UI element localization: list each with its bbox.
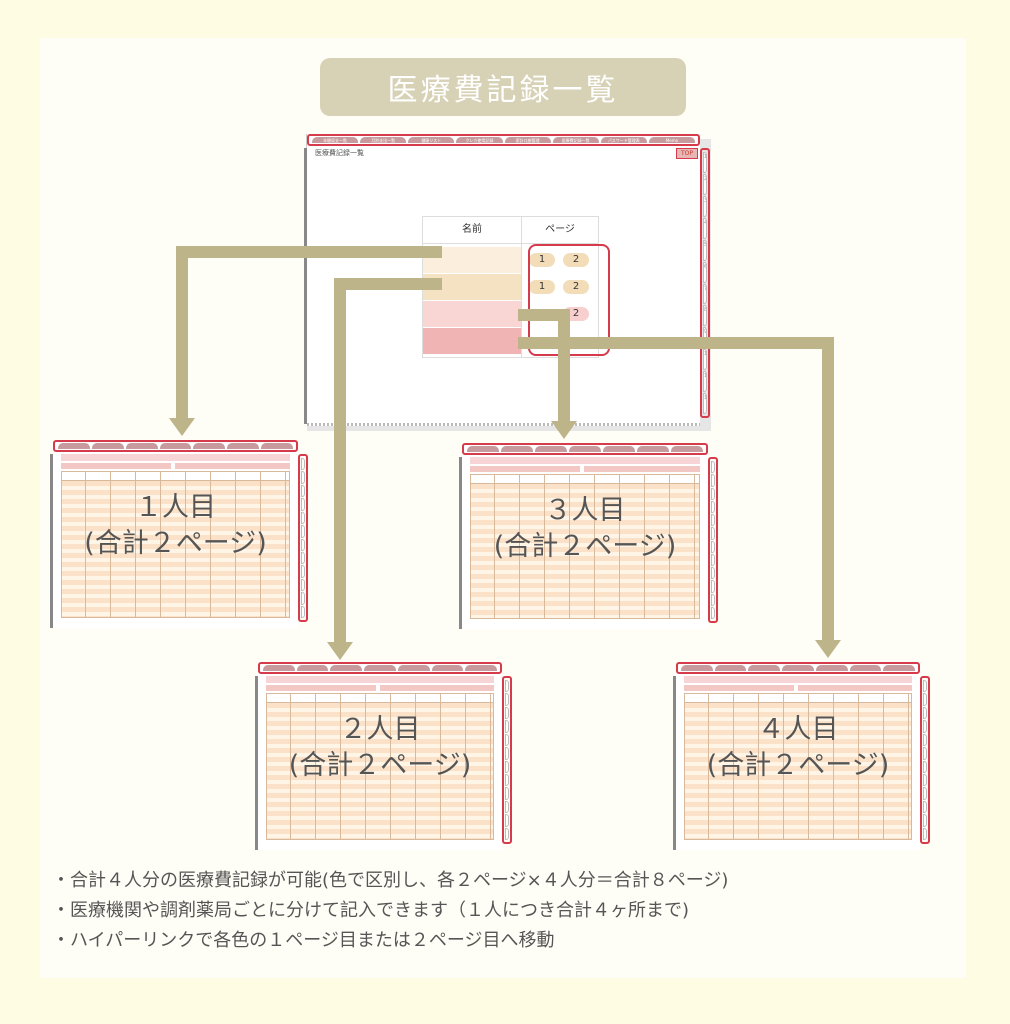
connector-4-h <box>518 337 834 349</box>
record-header <box>684 676 912 683</box>
page-edge <box>255 676 258 850</box>
name-row-4[interactable] <box>423 328 521 354</box>
page-count: (合計２ページ) <box>706 750 890 781</box>
person-label: ４人目 (合計２ページ) <box>676 712 920 784</box>
side-tab[interactable]: 10 <box>703 349 707 371</box>
record-grid-columns <box>266 693 494 840</box>
side-tab[interactable]: 7 <box>703 283 707 305</box>
title-banner: 医療費記録一覧 <box>320 58 686 116</box>
tab-6[interactable]: パスワード管理表 <box>600 137 647 143</box>
record-subheader <box>684 685 794 691</box>
page-edge <box>304 148 307 424</box>
record-tab-bar <box>258 662 502 674</box>
side-tab[interactable]: 12 <box>703 393 707 415</box>
connector-2-v <box>334 278 346 642</box>
month-side-tabs: 1 2 3 4 5 6 7 8 9 10 11 12 <box>700 148 710 418</box>
person-label: １人目 (合計２ページ) <box>53 490 298 562</box>
side-tab[interactable]: 3 <box>703 195 707 217</box>
table-header-line <box>423 243 598 244</box>
note-item: ・医療機関や調剤薬局ごとに分けて記入できます（１人につき合計４ヶ所まで) <box>52 900 690 921</box>
person-name: １人目 <box>135 492 216 523</box>
record-tab-bar <box>676 662 920 674</box>
connector-1-h <box>176 246 442 258</box>
record-side-tabs <box>502 676 512 844</box>
page-link-1-1[interactable]: 1 <box>529 253 555 267</box>
arrow-to-person-3 <box>551 421 577 439</box>
page-link-2-1[interactable]: 1 <box>529 280 555 294</box>
arrow-to-person-1 <box>169 418 195 436</box>
record-header <box>470 457 700 464</box>
side-tab[interactable]: 8 <box>703 305 707 327</box>
page-edge <box>50 454 53 628</box>
tab-4[interactable]: 家計口座管理 <box>504 137 551 143</box>
page-column-header: ページ <box>545 224 575 235</box>
record-page-person-3: ３人目 (合計２ページ) <box>459 443 718 629</box>
table-divider <box>521 217 522 357</box>
record-page-person-1: １人目 (合計２ページ) <box>50 440 308 628</box>
person-label: ２人目 (合計２ページ) <box>258 712 502 784</box>
overview-tab-bar: 年間収支一覧 月別支出一覧 健康リスト クレカ使用記録 家計口座管理 医療費記録… <box>307 134 700 146</box>
page-bottom-edge <box>307 423 700 426</box>
page-link-1-2[interactable]: 2 <box>563 253 589 267</box>
side-tab[interactable]: 1 <box>703 152 707 173</box>
record-tab-bar <box>462 443 708 455</box>
connector-2-h <box>334 278 442 290</box>
record-page-person-4: ４人目 (合計２ページ) <box>673 662 930 850</box>
record-page-person-2: ２人目 (合計２ページ) <box>255 662 512 850</box>
page-count: (合計２ページ) <box>288 750 472 781</box>
person-name: ２人目 <box>339 714 421 745</box>
page-count: (合計２ページ) <box>84 528 267 559</box>
tab-2[interactable]: 健康リスト <box>408 137 455 143</box>
record-grid-columns <box>61 471 290 618</box>
record-grid-columns <box>470 474 700 619</box>
tab-1[interactable]: 月別支出一覧 <box>360 137 407 143</box>
connector-4-v <box>822 337 834 640</box>
person-name: ４人目 <box>757 714 839 745</box>
record-subheader <box>470 466 580 472</box>
connector-3-v <box>558 309 570 421</box>
person-label: ３人目 (合計２ページ) <box>462 493 708 565</box>
connector-1-v <box>176 246 188 418</box>
tab-3[interactable]: クレカ使用記録 <box>456 137 503 143</box>
record-header <box>61 454 290 461</box>
record-subheader <box>584 466 700 472</box>
person-name: ３人目 <box>544 495 626 526</box>
name-row-3[interactable] <box>423 301 521 327</box>
side-tab[interactable]: 5 <box>703 239 707 261</box>
side-tab[interactable]: 4 <box>703 217 707 239</box>
record-subheader <box>380 685 494 691</box>
record-subheader <box>798 685 912 691</box>
feature-notes: ・合計４人分の医療費記録が可能(色で区別し、各２ページ×４人分＝合計８ページ) … <box>52 866 728 956</box>
overview-heading: 医療費記録一覧 <box>315 149 364 157</box>
tab-0[interactable]: 年間収支一覧 <box>312 137 359 143</box>
record-subheader <box>175 463 290 469</box>
page-count: (合計２ページ) <box>493 531 677 562</box>
record-side-tabs <box>298 454 308 622</box>
note-item: ・合計４人分の医療費記録が可能(色で区別し、各２ページ×４人分＝合計８ページ) <box>52 870 729 891</box>
record-subheader <box>61 463 171 469</box>
tab-5[interactable]: 医療費記録一覧 <box>552 137 599 143</box>
name-column-header: 名前 <box>462 224 482 235</box>
record-side-tabs <box>920 676 930 844</box>
record-subheader <box>266 685 376 691</box>
record-grid-columns <box>684 693 912 840</box>
note-item: ・ハイパーリンクで各色の１ページ目または２ページ目へ移動 <box>52 930 555 951</box>
side-tab[interactable]: 11 <box>703 371 707 393</box>
side-tab[interactable]: 2 <box>703 173 707 195</box>
arrow-to-person-4 <box>815 640 841 658</box>
side-tab[interactable]: 6 <box>703 261 707 283</box>
name-page-table: 名前 ページ 1 2 1 2 2 <box>422 216 599 358</box>
record-header <box>266 676 494 683</box>
arrow-to-person-2 <box>327 642 353 660</box>
record-side-tabs <box>708 457 718 623</box>
top-button[interactable]: TOP <box>675 148 698 159</box>
page-edge <box>459 457 462 629</box>
connector-3-h <box>518 309 570 321</box>
page-edge <box>673 676 676 850</box>
record-tab-bar <box>53 440 298 452</box>
tab-7[interactable]: Memo <box>648 137 695 143</box>
page-link-2-2[interactable]: 2 <box>563 280 589 294</box>
